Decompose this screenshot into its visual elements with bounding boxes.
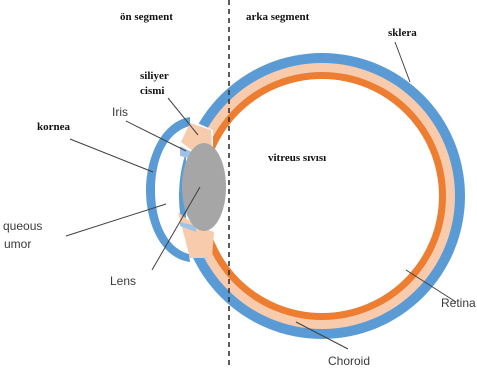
kornea-label: kornea	[37, 122, 70, 133]
iris-label: Iris	[112, 106, 128, 118]
lens-label: Lens	[110, 275, 136, 287]
lens	[182, 143, 226, 231]
retina-label: Retina	[441, 297, 476, 309]
choroid-label: Choroid	[328, 355, 370, 367]
siliyer-label-line1: siliyer	[140, 71, 169, 82]
siliyer-label-line2: cismi	[140, 86, 164, 97]
aqueous-label-line2: umor	[4, 238, 31, 250]
arka-segment-label: arka segment	[246, 12, 309, 23]
sklera-label: sklera	[388, 28, 417, 39]
vitreous-body	[205, 79, 439, 313]
kornea-pointer	[70, 139, 153, 172]
on-segment-label: ön segment	[120, 12, 173, 23]
vitreus-label: vitreus sıvısı	[268, 153, 326, 164]
aqueous-label-line1: queous	[3, 220, 42, 232]
